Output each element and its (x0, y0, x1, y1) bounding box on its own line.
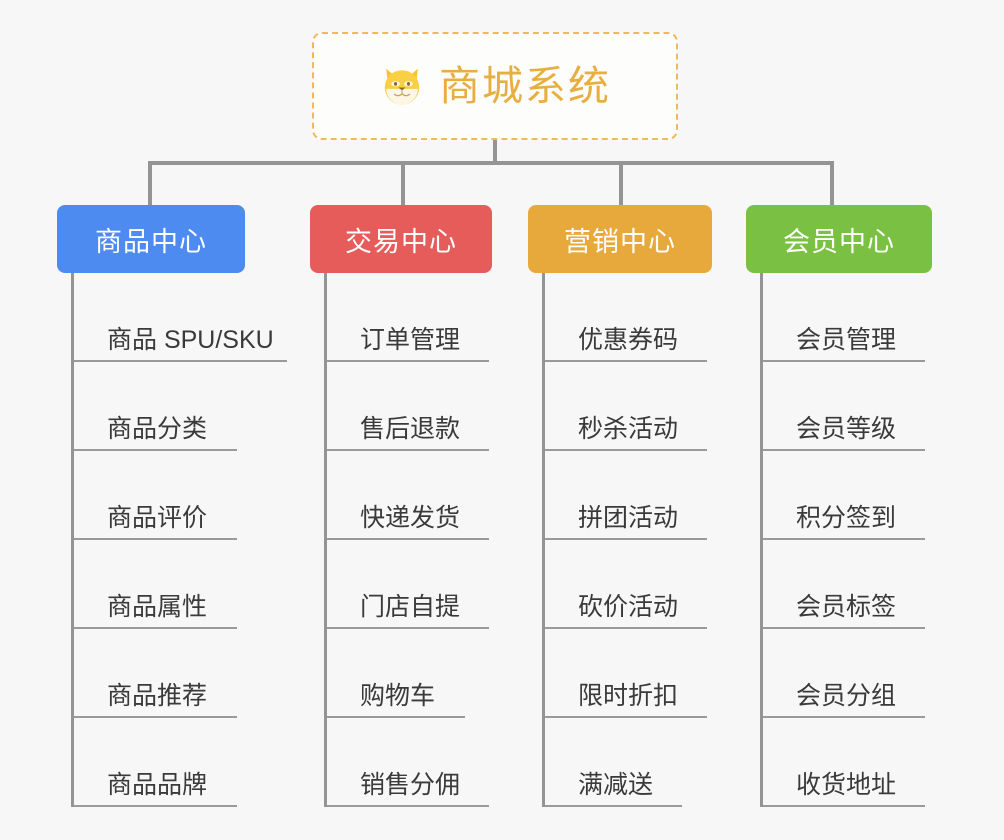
leaf-underline (545, 716, 707, 718)
shiba-dog-face-icon (379, 63, 425, 109)
leaf-label: 快递发货 (360, 504, 461, 532)
root-node[interactable]: 商城系统 (312, 32, 678, 140)
leaf-underline (545, 538, 707, 540)
leaf-label: 会员等级 (796, 415, 897, 443)
leaf-label: 商品属性 (107, 593, 208, 621)
leaf-label: 商品 SPU/SKU (107, 326, 274, 354)
leaf-label: 商品分类 (107, 415, 208, 443)
list-item[interactable]: 秒杀活动 (545, 362, 712, 451)
leaf-underline (327, 716, 465, 718)
list-item[interactable]: 满减送 (545, 718, 712, 807)
list-item[interactable]: 商品 SPU/SKU (74, 273, 287, 362)
leaf-label: 购物车 (360, 682, 436, 710)
leaf-underline (327, 538, 489, 540)
leaf-underline (74, 449, 237, 451)
root-title: 商城系统 (439, 62, 611, 109)
category-column-marketing: 营销中心 优惠券码 秒杀活动 拼团活动 砍价活动 限时折扣 (528, 205, 712, 807)
leaf-underline (763, 538, 925, 540)
connector-drop-2 (401, 161, 405, 205)
list-item[interactable]: 商品品牌 (74, 718, 274, 807)
leaf-underline (327, 805, 489, 807)
leaf-label: 优惠券码 (578, 326, 679, 354)
leaf-underline (327, 449, 489, 451)
list-item[interactable]: 商品评价 (74, 451, 274, 540)
leaf-label: 商品品牌 (107, 771, 208, 799)
category-column-trade: 交易中心 订单管理 售后退款 快递发货 门店自提 购物车 (310, 205, 492, 807)
leaf-label: 销售分佣 (360, 771, 461, 799)
leaf-underline (74, 805, 237, 807)
category-header-marketing[interactable]: 营销中心 (528, 205, 712, 273)
category-header-product[interactable]: 商品中心 (57, 205, 245, 273)
leaf-underline (74, 627, 237, 629)
leaf-underline (74, 360, 287, 362)
list-item[interactable]: 会员等级 (763, 362, 932, 451)
leaf-list-product: 商品 SPU/SKU 商品分类 商品评价 商品属性 商品推荐 商品品牌 (71, 273, 287, 807)
connector-horizontal-bus (148, 161, 834, 165)
list-item[interactable]: 售后退款 (327, 362, 492, 451)
leaf-label: 收货地址 (796, 771, 897, 799)
list-item[interactable]: 商品推荐 (74, 629, 274, 718)
leaf-underline (545, 627, 707, 629)
leaf-underline (545, 449, 707, 451)
leaf-label: 会员标签 (796, 593, 897, 621)
list-item[interactable]: 会员标签 (763, 540, 932, 629)
leaf-list-marketing: 优惠券码 秒杀活动 拼团活动 砍价活动 限时折扣 满减送 (542, 273, 712, 807)
leaf-list-trade: 订单管理 售后退款 快递发货 门店自提 购物车 销售分佣 (324, 273, 492, 807)
leaf-label: 拼团活动 (578, 504, 679, 532)
leaf-underline (763, 360, 925, 362)
leaf-label: 商品推荐 (107, 682, 208, 710)
list-item[interactable]: 砍价活动 (545, 540, 712, 629)
list-item[interactable]: 积分签到 (763, 451, 932, 540)
leaf-underline (545, 360, 707, 362)
list-item[interactable]: 购物车 (327, 629, 492, 718)
category-label: 营销中心 (564, 226, 676, 257)
leaf-label: 砍价活动 (578, 593, 679, 621)
category-label: 商品中心 (95, 226, 207, 257)
leaf-underline (327, 360, 489, 362)
list-item[interactable]: 优惠券码 (545, 273, 712, 362)
leaf-underline (327, 627, 489, 629)
connector-root-stem (493, 140, 497, 165)
leaf-label: 会员分组 (796, 682, 897, 710)
leaf-label: 满减送 (578, 771, 654, 799)
leaf-label: 会员管理 (796, 326, 897, 354)
category-header-trade[interactable]: 交易中心 (310, 205, 492, 273)
category-column-member: 会员中心 会员管理 会员等级 积分签到 会员标签 会员分组 (746, 205, 932, 807)
list-item[interactable]: 限时折扣 (545, 629, 712, 718)
leaf-label: 秒杀活动 (578, 415, 679, 443)
leaf-underline (763, 805, 925, 807)
category-column-product: 商品中心 商品 SPU/SKU 商品分类 商品评价 商品属性 商品推荐 (57, 205, 287, 807)
connector-drop-4 (830, 161, 834, 205)
category-header-member[interactable]: 会员中心 (746, 205, 932, 273)
connector-drop-3 (619, 161, 623, 205)
leaf-underline (545, 805, 682, 807)
leaf-label: 商品评价 (107, 504, 208, 532)
list-item[interactable]: 拼团活动 (545, 451, 712, 540)
leaf-underline (74, 538, 237, 540)
list-item[interactable]: 快递发货 (327, 451, 492, 540)
leaf-underline (763, 627, 925, 629)
list-item[interactable]: 会员分组 (763, 629, 932, 718)
leaf-label: 售后退款 (360, 415, 461, 443)
category-label: 会员中心 (783, 226, 895, 257)
list-item[interactable]: 商品属性 (74, 540, 274, 629)
list-item[interactable]: 会员管理 (763, 273, 932, 362)
leaf-label: 限时折扣 (578, 682, 679, 710)
leaf-label: 订单管理 (360, 326, 461, 354)
list-item[interactable]: 销售分佣 (327, 718, 492, 807)
connector-drop-1 (148, 161, 152, 205)
leaf-list-member: 会员管理 会员等级 积分签到 会员标签 会员分组 收货地址 (760, 273, 932, 807)
category-label: 交易中心 (345, 226, 457, 257)
leaf-label: 积分签到 (796, 504, 897, 532)
leaf-label: 门店自提 (360, 593, 461, 621)
leaf-underline (763, 449, 925, 451)
list-item[interactable]: 订单管理 (327, 273, 492, 362)
list-item[interactable]: 门店自提 (327, 540, 492, 629)
list-item[interactable]: 收货地址 (763, 718, 932, 807)
list-item[interactable]: 商品分类 (74, 362, 274, 451)
leaf-underline (763, 716, 925, 718)
leaf-underline (74, 716, 237, 718)
